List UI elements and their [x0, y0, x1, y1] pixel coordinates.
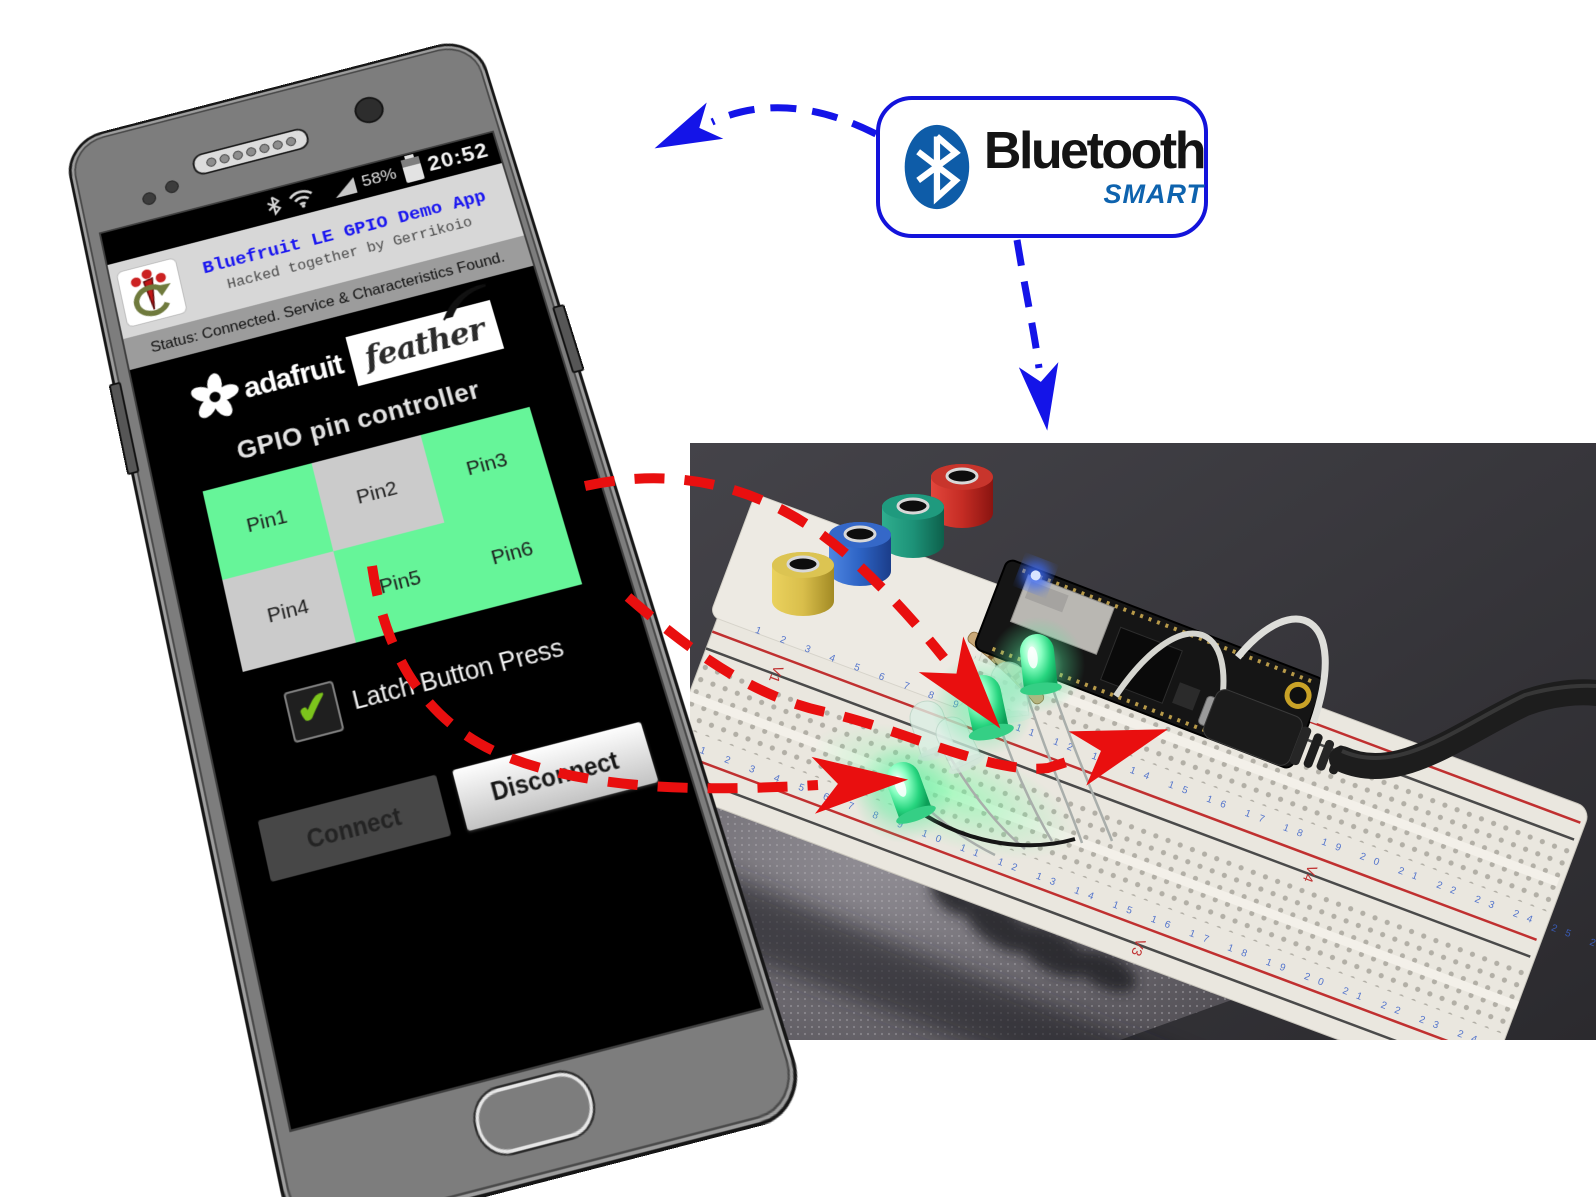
blue-led	[1030, 570, 1041, 581]
breadboard-photo: V2 a b c d e f V1 V4 1 2 3 4 5 6 7 8 9 1…	[690, 443, 1596, 1040]
bluetooth-wordmark: Bluetooth	[983, 121, 1207, 180]
jumper-wire-2	[1235, 615, 1329, 724]
disconnect-button[interactable]: Disconnect	[452, 721, 659, 832]
gerrikoio-logo-icon	[117, 268, 187, 327]
latch-label: Latch Button Press	[349, 632, 567, 716]
front-camera	[351, 93, 387, 127]
proximity-sensor	[141, 190, 158, 207]
phone-body: 58% 20:52 Bluefruit LE GPIO Dem	[62, 34, 812, 1197]
banana-jack-blue	[829, 522, 891, 586]
banana-jack-green	[882, 494, 944, 558]
smart-wordmark: SMART	[1103, 178, 1204, 209]
rail-label-v3: V3	[1128, 937, 1149, 959]
smartphone: 58% 20:52 Bluefruit LE GPIO Dem	[62, 34, 812, 1197]
checkmark-icon: ✔	[291, 682, 336, 736]
bluetooth-logo-icon	[904, 124, 970, 210]
usb-cable	[1203, 679, 1596, 780]
connect-button[interactable]: Connect	[257, 774, 452, 883]
app-icon	[116, 258, 187, 327]
app-content: adafruit feather GPIO pin controller Pin…	[129, 265, 762, 1130]
phone-screen: 58% 20:52 Bluefruit LE GPIO Dem	[98, 130, 765, 1133]
reset-button	[1172, 682, 1201, 711]
adafruit-logo: adafruit	[185, 341, 349, 428]
light-sensor	[163, 179, 181, 195]
app-title-bar: Bluefruit LE GPIO Demo App Hacked togeth…	[107, 163, 524, 340]
rail-label-v4: V4	[1300, 863, 1321, 885]
feather-logo: feather	[345, 300, 505, 387]
feather-wordmark: feather	[360, 310, 489, 376]
battery-icon	[400, 156, 425, 184]
arrow-bluetooth-to-phone	[654, 102, 878, 149]
latch-checkbox[interactable]: ✔	[283, 680, 345, 744]
breadboard-photo-svg: V2 a b c d e f V1 V4 1 2 3 4 5 6 7 8 9 1…	[690, 443, 1596, 1040]
bluetooth-status-icon	[263, 194, 284, 218]
battery-percent: 58%	[359, 164, 399, 191]
earpiece-speaker	[190, 126, 311, 177]
wifi-icon	[286, 185, 316, 211]
logo-row: adafruit feather	[182, 287, 508, 442]
arrow-bluetooth-to-breadboard	[1013, 239, 1059, 431]
jumper-wire	[1113, 630, 1227, 724]
signal-strength-icon	[331, 176, 358, 198]
breadboard-shadow	[690, 859, 1136, 1040]
bluetooth-smart-badge: Bluetooth SMART	[876, 96, 1208, 238]
adafruit-flower-icon	[189, 372, 242, 422]
adafruit-wordmark: adafruit	[240, 348, 347, 405]
banana-jack-yellow	[772, 552, 834, 616]
